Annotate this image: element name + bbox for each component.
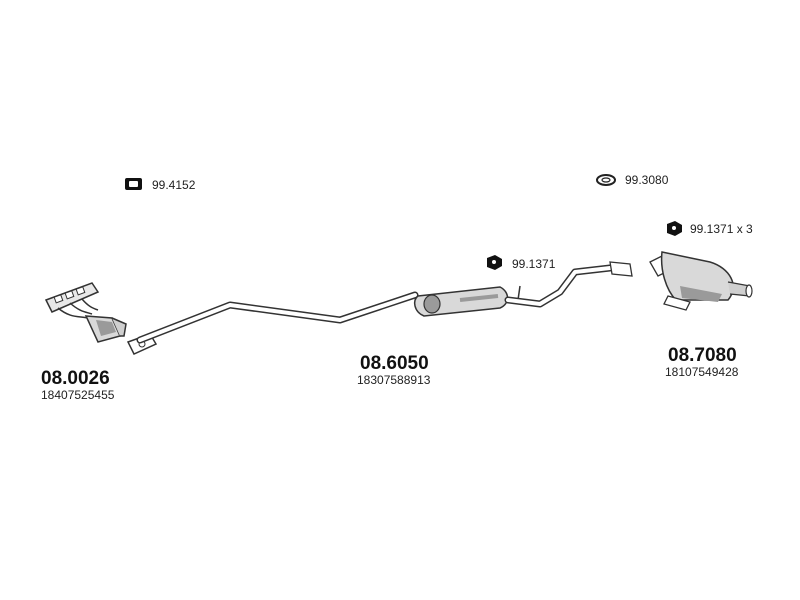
front-oem-number: 18407525455 bbox=[41, 388, 115, 402]
rubber-mount-icon bbox=[487, 255, 502, 270]
rubber-mount-qty-code: 99.1371 x 3 bbox=[690, 222, 753, 236]
clamp-code: 99.4152 bbox=[152, 178, 196, 192]
clamp-icon bbox=[125, 178, 142, 190]
front-part-number: 08.0026 bbox=[41, 368, 110, 389]
middle-part-number: 08.6050 bbox=[360, 353, 429, 374]
rear-silencer-diagram bbox=[649, 251, 753, 311]
middle-pipe-silencer-diagram bbox=[136, 261, 633, 344]
rear-part-number: 08.7080 bbox=[668, 345, 737, 366]
rear-oem-number: 18107549428 bbox=[665, 365, 739, 379]
gasket-code: 99.3080 bbox=[625, 173, 669, 187]
middle-oem-number: 18307588913 bbox=[357, 373, 431, 387]
manifold-catalytic-converter-diagram bbox=[44, 282, 158, 355]
gasket-icon bbox=[596, 174, 616, 186]
rubber-mount-icon bbox=[667, 221, 682, 236]
rubber-mount-code: 99.1371 bbox=[512, 257, 556, 271]
